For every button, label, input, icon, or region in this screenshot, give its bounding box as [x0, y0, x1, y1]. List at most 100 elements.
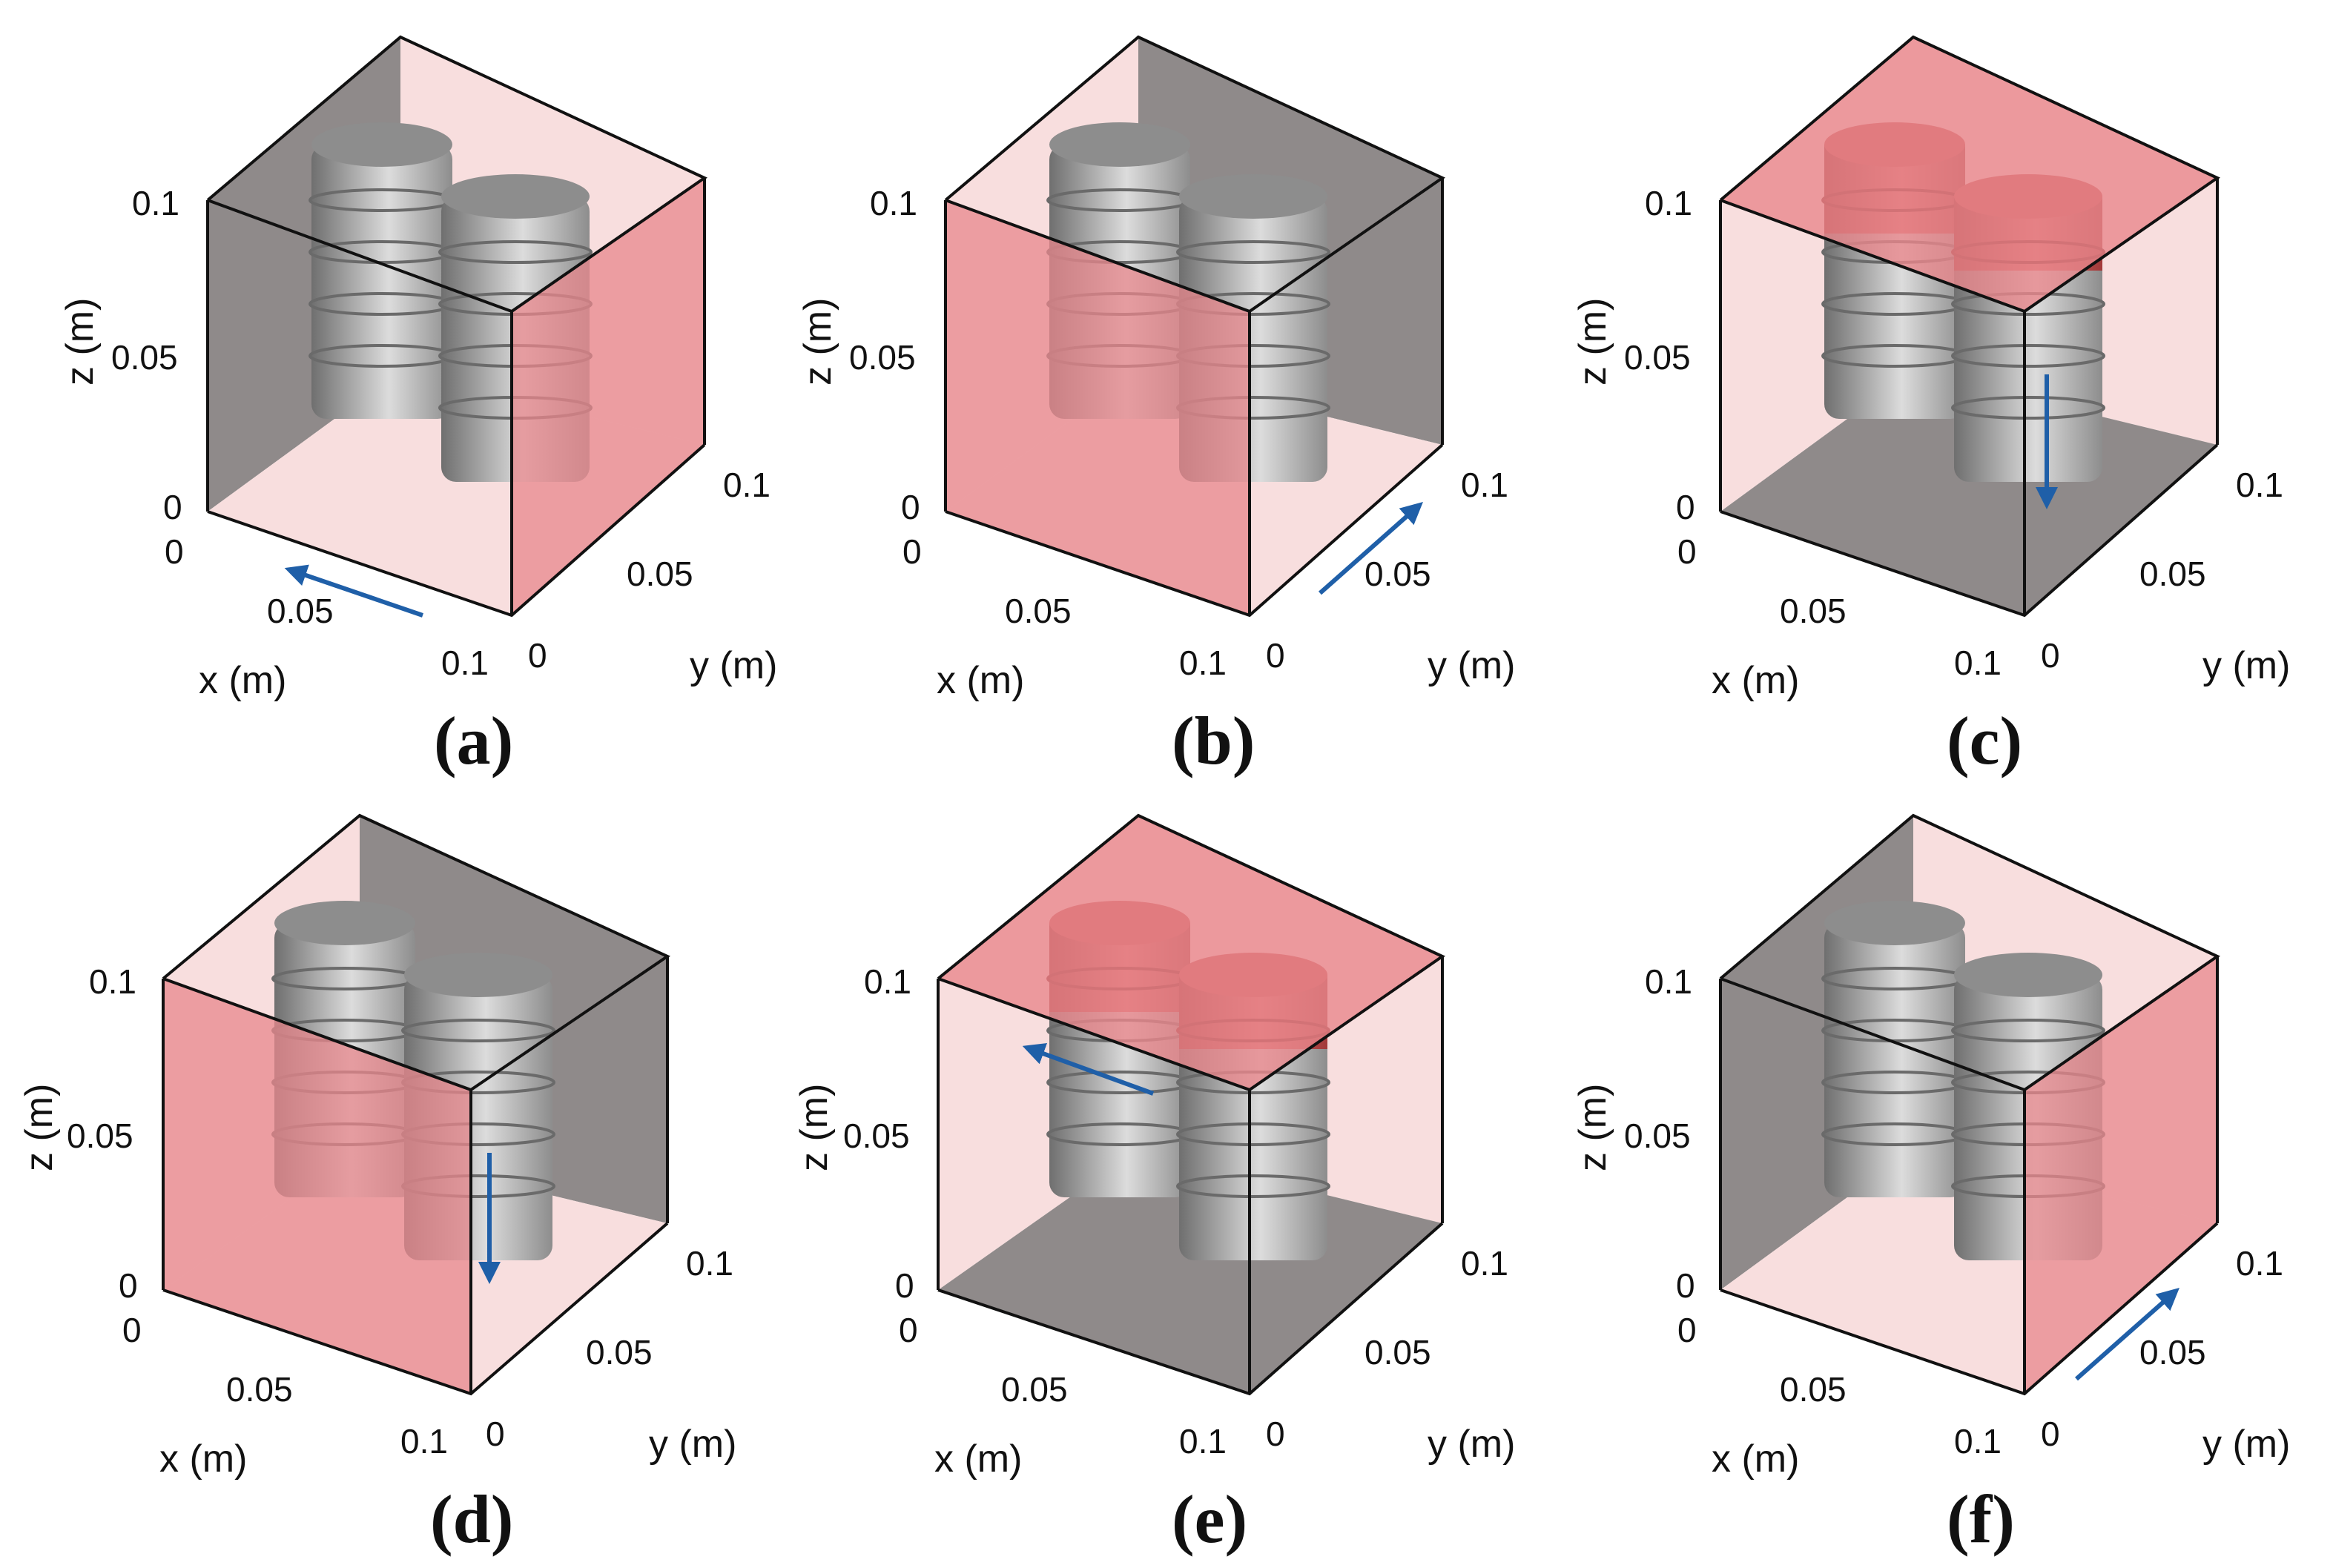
- y-axis-label: y (m): [649, 1423, 736, 1466]
- z-tick-0.1: 0.1: [132, 184, 179, 222]
- y-tick-0: 0: [1266, 1415, 1285, 1453]
- direction-arrow: [284, 564, 423, 618]
- z-axis-label: z (m): [18, 1084, 61, 1171]
- z-axis-label: z (m): [1571, 1084, 1614, 1171]
- direction-arrow: [2075, 1288, 2179, 1381]
- panel-label: (a): [434, 703, 513, 778]
- y-tick-0.05: 0.05: [2139, 1333, 2206, 1372]
- panel-d: 0.1 0.05 0 z (m) 0 0.05 0.1 x (m) 0 0.05…: [18, 813, 736, 1557]
- heated-face: [946, 200, 1250, 615]
- y-tick-0.05: 0.05: [1365, 1333, 1431, 1372]
- x-axis-label: x (m): [159, 1438, 247, 1481]
- x-tick-0.1: 0.1: [441, 644, 489, 682]
- z-axis-label: z (m): [796, 298, 839, 386]
- y-tick-0: 0: [528, 636, 547, 675]
- y-axis-label: y (m): [690, 644, 777, 687]
- panel-a: 0.1 0.05 0 z (m) 0 0.05 0.1 x (m) 0 0.05…: [59, 35, 777, 778]
- y-tick-0.1: 0.1: [686, 1244, 733, 1283]
- x-axis-label: x (m): [199, 659, 286, 702]
- z-axis-label: z (m): [59, 298, 102, 386]
- z-tick-0.1: 0.1: [1645, 184, 1692, 222]
- x-tick-0: 0: [1677, 1311, 1697, 1349]
- heated-face: [1720, 37, 2217, 311]
- y-tick-0.1: 0.1: [2236, 466, 2283, 504]
- z-tick-0: 0: [163, 488, 182, 526]
- x-tick-0: 0: [122, 1311, 142, 1349]
- panel-f: 0.1 0.05 0 z (m) 0 0.05 0.1 x (m) 0 0.05…: [1571, 813, 2290, 1557]
- box-edges: [1719, 35, 2221, 618]
- z-tick-0.05: 0.05: [1624, 338, 1691, 377]
- panel-label: (d): [430, 1481, 513, 1557]
- panel-label: (b): [1172, 703, 1255, 778]
- z-tick-0.1: 0.1: [89, 962, 136, 1001]
- coil-left: [1821, 901, 1968, 1197]
- x-tick-0: 0: [899, 1311, 918, 1349]
- y-tick-0: 0: [2041, 1415, 2060, 1453]
- panel-e: 0.1 0.05 0 z (m) 0 0.05 0.1 x (m) 0 0.05…: [793, 813, 1515, 1557]
- y-tick-0: 0: [2041, 636, 2060, 675]
- x-axis-label: x (m): [1712, 659, 1799, 702]
- heated-face: [938, 816, 1442, 1090]
- x-axis-label: x (m): [934, 1438, 1022, 1481]
- x-axis-label: x (m): [1712, 1438, 1799, 1481]
- y-axis-label: y (m): [2202, 1423, 2290, 1466]
- y-tick-0: 0: [486, 1415, 505, 1453]
- x-tick-0.05: 0.05: [1780, 1370, 1847, 1409]
- panel-label: (e): [1172, 1481, 1247, 1557]
- x-tick-0.1: 0.1: [400, 1422, 448, 1461]
- y-tick-0.1: 0.1: [1461, 1244, 1508, 1283]
- y-axis-label: y (m): [2202, 644, 2290, 687]
- z-tick-0: 0: [1676, 1266, 1695, 1305]
- x-tick-0.1: 0.1: [1179, 1422, 1227, 1461]
- y-tick-0.05: 0.05: [2139, 555, 2206, 593]
- y-tick-0: 0: [1266, 636, 1285, 675]
- x-tick-0.05: 0.05: [1005, 592, 1072, 630]
- y-tick-0.1: 0.1: [2236, 1244, 2283, 1283]
- y-axis-label: y (m): [1428, 1423, 1515, 1466]
- y-tick-0.05: 0.05: [627, 555, 693, 593]
- z-tick-0.1: 0.1: [864, 962, 911, 1001]
- x-tick-0: 0: [165, 532, 184, 571]
- y-tick-0.05: 0.05: [586, 1333, 653, 1372]
- x-tick-0.05: 0.05: [1780, 592, 1847, 630]
- x-tick-0.05: 0.05: [1001, 1370, 1068, 1409]
- coil-left: [308, 122, 455, 419]
- z-tick-0.05: 0.05: [67, 1117, 133, 1155]
- z-tick-0.05: 0.05: [843, 1117, 910, 1155]
- x-tick-0.1: 0.1: [1954, 1422, 2002, 1461]
- box-edges: [1719, 813, 2221, 1396]
- box-edges: [162, 813, 671, 1396]
- x-tick-0: 0: [902, 532, 922, 571]
- box-edges: [944, 35, 1446, 618]
- x-tick-0.1: 0.1: [1954, 644, 2002, 682]
- z-tick-0: 0: [901, 488, 920, 526]
- heated-face: [163, 979, 471, 1394]
- x-tick-0.05: 0.05: [267, 592, 334, 630]
- z-tick-0.05: 0.05: [111, 338, 178, 377]
- z-axis-label: z (m): [793, 1084, 836, 1171]
- y-tick-0.05: 0.05: [1365, 555, 1431, 593]
- box-edges: [937, 813, 1446, 1396]
- y-tick-0.1: 0.1: [1461, 466, 1508, 504]
- panel-label: (f): [1947, 1481, 2015, 1557]
- x-tick-0.05: 0.05: [226, 1370, 293, 1409]
- x-tick-0: 0: [1677, 532, 1697, 571]
- z-axis-label: z (m): [1571, 298, 1614, 386]
- panel-label: (c): [1947, 703, 2022, 778]
- z-tick-0.1: 0.1: [870, 184, 917, 222]
- direction-arrow: [1319, 502, 1423, 595]
- z-tick-0: 0: [1676, 488, 1695, 526]
- heated-face: [512, 178, 704, 615]
- z-tick-0: 0: [119, 1266, 138, 1305]
- z-tick-0: 0: [895, 1266, 914, 1305]
- heated-face: [2025, 956, 2217, 1394]
- direction-arrow: [1022, 1043, 1155, 1096]
- x-tick-0.1: 0.1: [1179, 644, 1227, 682]
- y-axis-label: y (m): [1428, 644, 1515, 687]
- box-edges: [206, 35, 708, 618]
- x-axis-label: x (m): [937, 659, 1024, 702]
- z-tick-0.05: 0.05: [849, 338, 916, 377]
- panel-b: 0.1 0.05 0 z (m) 0 0.05 0.1 x (m) 0 0.05…: [796, 35, 1515, 778]
- panel-c: 0.1 0.05 0 z (m) 0 0.05 0.1 x (m) 0 0.05…: [1571, 35, 2290, 778]
